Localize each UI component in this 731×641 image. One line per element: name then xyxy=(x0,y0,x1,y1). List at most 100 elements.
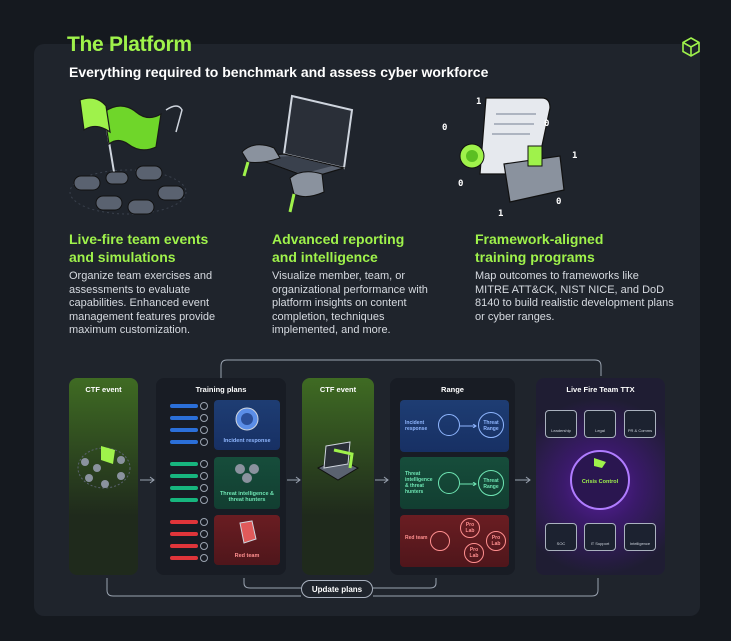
pill xyxy=(170,404,198,408)
pro-lab-label: Pro Lab xyxy=(491,535,501,547)
training-card-red-team: Red team xyxy=(214,515,280,565)
user-icon xyxy=(200,530,208,538)
it-support-label: IT Support xyxy=(590,541,610,546)
user-icon xyxy=(200,554,208,562)
svg-text:0: 0 xyxy=(442,123,447,133)
range-label: Range xyxy=(441,385,464,394)
usb-key-icon xyxy=(239,520,257,544)
ctf-event-column-1: CTF event xyxy=(69,378,138,575)
incident-response-label: Incident response xyxy=(223,438,271,444)
feature-1-title: Live-fire team events and simulations xyxy=(69,230,259,266)
feature-3-title-line1: Framework-aligned xyxy=(475,231,604,247)
soc-label: SOC xyxy=(556,541,566,546)
laptop-mini-icon xyxy=(316,441,360,481)
threat-range-node xyxy=(478,412,504,438)
feature-2-title-line2: and intelligence xyxy=(272,249,378,265)
training-plans-column: Training plans Incident response Threat … xyxy=(156,378,286,575)
leadership-box: Leadership xyxy=(545,410,577,438)
soc-box: SOC xyxy=(545,523,577,551)
user-icon xyxy=(200,414,208,422)
cube-logo-icon xyxy=(682,37,700,57)
range-column: Range Incident response Threat Range Thr… xyxy=(390,378,515,575)
pill xyxy=(170,474,198,478)
red-team-label: Red team xyxy=(234,553,260,559)
live-fire-ttx-column: Live Fire Team TTX Leadership Legal PR &… xyxy=(536,378,665,575)
user-icon xyxy=(200,484,208,492)
threat-range-label: Threat Range xyxy=(483,420,499,432)
svg-text:1: 1 xyxy=(476,97,481,107)
svg-text:1: 1 xyxy=(572,151,577,161)
leadership-label: Leadership xyxy=(551,428,571,433)
team-icon xyxy=(438,472,460,494)
threat-range-label: Threat Range xyxy=(483,478,499,490)
user-icon xyxy=(200,426,208,434)
svg-text:0: 0 xyxy=(458,179,463,189)
pill xyxy=(170,556,198,560)
arrow-icon xyxy=(460,424,477,428)
ctf-event-column-2: CTF event xyxy=(302,378,374,575)
pill xyxy=(170,486,198,490)
team-icon xyxy=(438,414,460,436)
arrow-icon xyxy=(460,482,477,486)
page-title: The Platform xyxy=(67,33,192,56)
team-icon xyxy=(430,531,450,551)
pill xyxy=(170,498,198,502)
user-icon xyxy=(200,496,208,504)
range-red-team-label: Red team xyxy=(405,535,428,541)
certificate-illustration: 1 0 0 1 0 1 0 xyxy=(442,97,577,219)
user-icon xyxy=(200,518,208,526)
pill xyxy=(170,428,198,432)
range-row-red-team: Red team Pro Lab Pro Lab Pro Lab xyxy=(400,515,509,567)
feature-3-title: Framework-aligned training programs xyxy=(475,230,665,266)
pill xyxy=(170,520,198,524)
ctf-event-2-label: CTF event xyxy=(319,385,357,394)
training-plans-label: Training plans xyxy=(195,385,247,394)
training-card-incident-response: Incident response xyxy=(214,400,280,450)
devices-icon xyxy=(235,464,259,483)
it-support-box: IT Support xyxy=(584,523,616,551)
ctf-event-1-label: CTF event xyxy=(85,385,122,394)
threat-intelligence-label: Threat intelligence & threat hunters xyxy=(219,491,275,503)
pill xyxy=(170,532,198,536)
intelligence-label: Intelligence xyxy=(629,541,651,546)
pr-comms-label: PR & Comms xyxy=(627,428,653,433)
user-icon xyxy=(200,402,208,410)
range-row-incident-response: Incident response Threat Range xyxy=(400,400,509,452)
flag-controllers-illustration xyxy=(69,97,187,215)
range-threat-intel-label: Threat intelligence & threat hunters xyxy=(405,471,433,495)
feature-3-description: Map outcomes to frameworks like MITRE AT… xyxy=(475,270,674,323)
feature-1-title-line2: and simulations xyxy=(69,249,176,265)
user-icon xyxy=(200,438,208,446)
pro-lab-node xyxy=(460,518,480,538)
pro-lab-node xyxy=(464,543,484,563)
flag-controllers-mini-icon xyxy=(77,446,131,489)
threat-range-node xyxy=(478,470,504,496)
flag-icon xyxy=(594,458,606,468)
pr-comms-box: PR & Comms xyxy=(624,410,656,438)
feature-2-title: Advanced reporting and intelligence xyxy=(272,230,462,266)
range-incident-response-label: Incident response xyxy=(405,420,428,432)
feature-3-title-line2: training programs xyxy=(475,249,595,265)
shield-icon xyxy=(235,407,259,431)
pill xyxy=(170,544,198,548)
training-card-threat-intelligence: Threat intelligence & threat hunters xyxy=(214,457,280,509)
laptop-illustration xyxy=(241,94,354,213)
pro-lab-label: Pro Lab xyxy=(465,522,475,534)
feature-1-description: Organize team exercises and assessments … xyxy=(69,270,216,336)
pill xyxy=(170,440,198,444)
pill xyxy=(170,416,198,420)
svg-text:1: 1 xyxy=(498,209,503,219)
legal-label: Legal xyxy=(595,428,605,433)
pro-lab-label: Pro Lab xyxy=(469,547,479,559)
svg-text:0: 0 xyxy=(556,197,561,207)
pro-lab-node xyxy=(486,531,506,551)
feature-2-description: Visualize member, team, or organizationa… xyxy=(272,270,428,336)
user-icon xyxy=(200,472,208,480)
intelligence-box: Intelligence xyxy=(624,523,656,551)
update-plans-button[interactable]: Update plans xyxy=(301,580,373,598)
page-subtitle: Everything required to benchmark and ass… xyxy=(69,64,489,80)
legal-box: Legal xyxy=(584,410,616,438)
svg-text:0: 0 xyxy=(544,119,549,129)
range-row-threat-intelligence: Threat intelligence & threat hunters Thr… xyxy=(400,457,509,509)
